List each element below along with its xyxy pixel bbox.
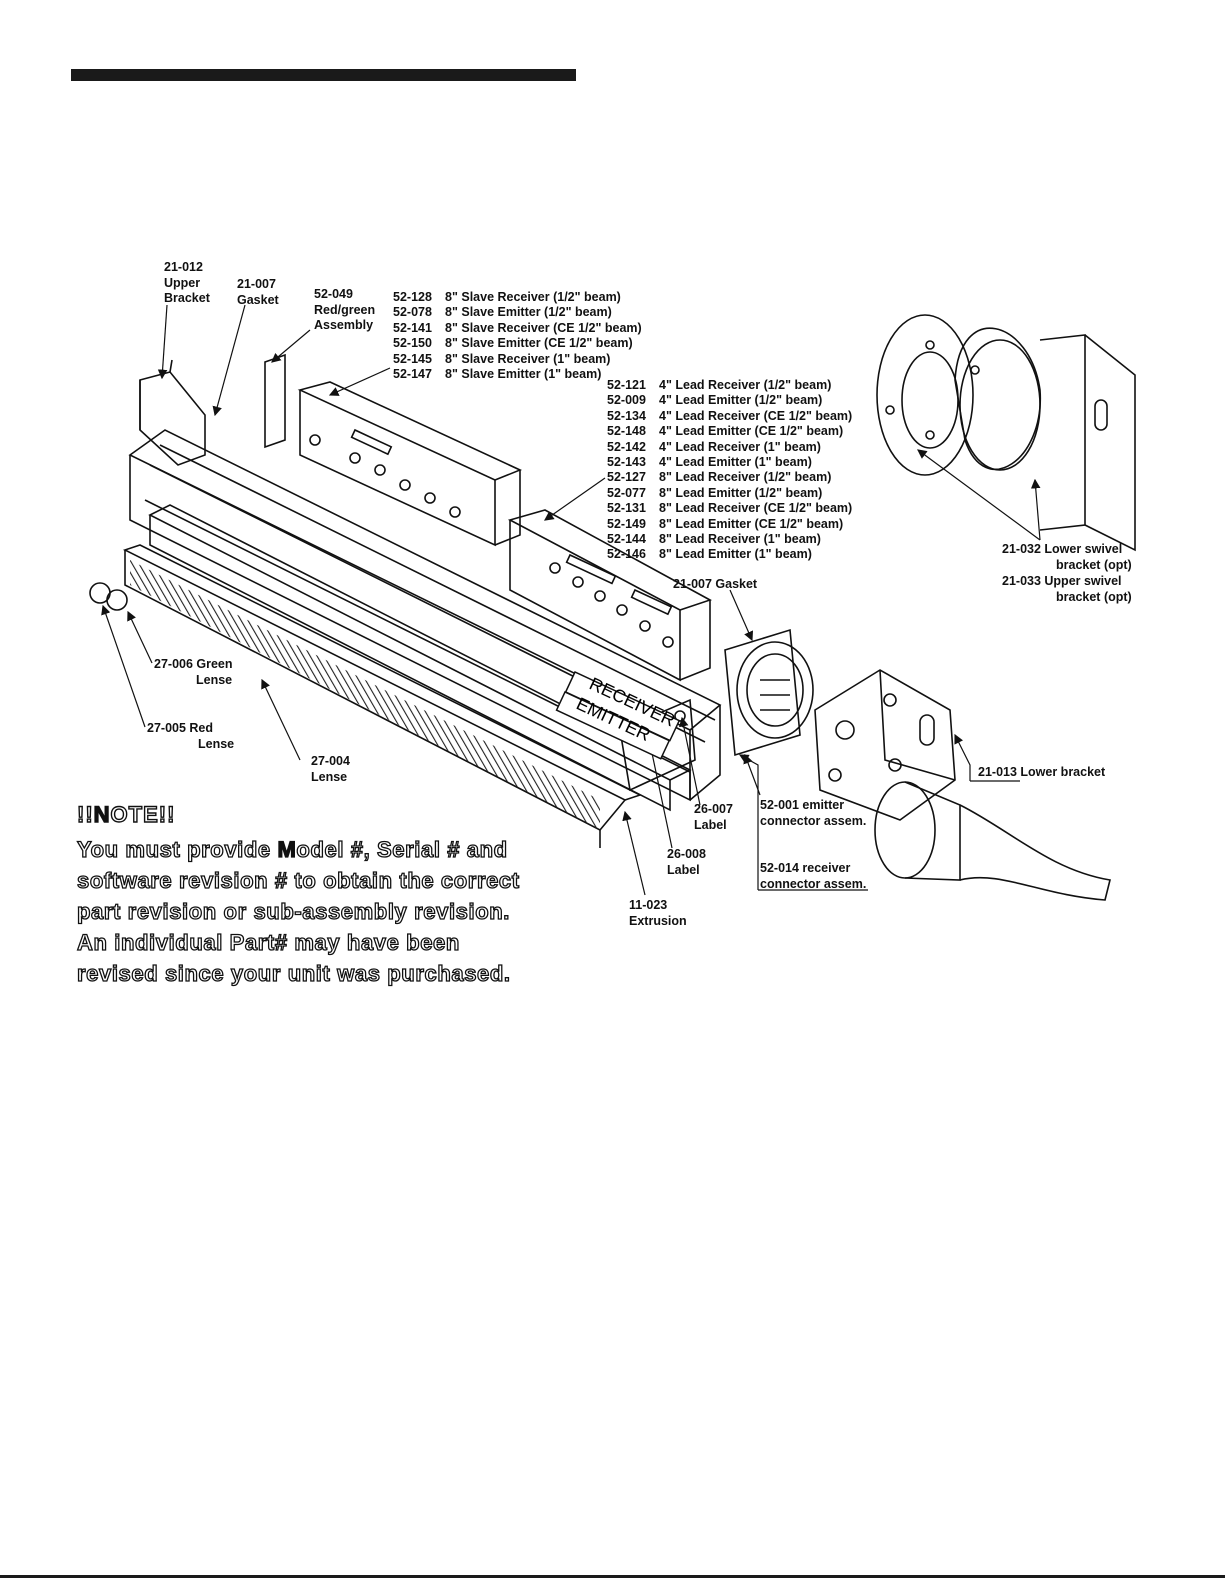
part-number: 52-144	[607, 532, 646, 547]
cable-connector-drawing	[874, 781, 1111, 901]
lead-boards-row: 52-142 4" Lead Receiver (1" beam)	[607, 440, 852, 455]
lead-boards-row: 52-127 8" Lead Receiver (1/2" beam)	[607, 470, 852, 485]
slave-boards-row: 52-150 8" Slave Emitter (CE 1/2" beam)	[393, 336, 642, 351]
lead-boards-row: 52-149 8" Lead Emitter (CE 1/2" beam)	[607, 517, 852, 532]
part-description: 8" Slave Receiver (1/2" beam)	[445, 290, 621, 304]
slave-boards-row: 52-128 8" Slave Receiver (1/2" beam)	[393, 290, 642, 305]
part-number: 52-128	[393, 290, 432, 304]
slave-boards-row: 52-147 8" Slave Emitter (1" beam)	[393, 367, 642, 382]
lead-board-drawing	[507, 509, 712, 682]
part-number: 52-149	[607, 516, 646, 531]
part-number: 52-121	[607, 378, 646, 392]
lower-bracket-drawing	[814, 669, 956, 821]
part-number: 52-143	[607, 455, 646, 470]
part-description: 8" Lead Receiver (CE 1/2" beam)	[659, 501, 853, 516]
slave-boards-row: 52-145 8" Slave Receiver (1" beam)	[393, 352, 642, 367]
lead-boards-row: 52-131 8" Lead Receiver (CE 1/2" beam)	[607, 501, 852, 516]
part-description: 8" Lead Receiver (1/2" beam)	[659, 470, 832, 485]
part-number: 52-127	[607, 470, 646, 485]
part-number: 52-142	[607, 439, 646, 454]
part-description: 4" Lead Emitter (CE 1/2" beam)	[659, 424, 844, 439]
upper-bracket-drawing	[139, 359, 206, 466]
inner-channel-drawing	[148, 504, 692, 812]
note-text: You must provide Model #, Serial # and s…	[76, 836, 520, 986]
part-description: 8" Slave Receiver (CE 1/2" beam)	[445, 320, 642, 335]
lead-boards-row: 52-121 4" Lead Receiver (1/2" beam)	[607, 378, 852, 393]
slave-boards-row: 52-141 8" Slave Receiver (CE 1/2" beam)	[393, 321, 642, 336]
slave-board-drawing	[297, 381, 523, 547]
part-description: 8" Slave Emitter (1" beam)	[445, 367, 602, 382]
part-number: 52-147	[393, 367, 432, 382]
part-description: 4" Lead Receiver (1" beam)	[659, 439, 821, 454]
part-number: 52-141	[393, 320, 432, 335]
lead-boards-row: 52-146 8" Lead Emitter (1" beam)	[607, 547, 852, 562]
part-description: 8" Slave Emitter (1/2" beam)	[445, 305, 612, 320]
label-swivel-brackets: 21-032 Lower swivel bracket (opt) 21-033…	[1002, 542, 1132, 604]
part-number: 52-009	[607, 393, 646, 408]
swivel-brackets-drawing	[876, 314, 1136, 552]
label-lower-bracket: 21-013 Lower bracket	[978, 765, 1106, 779]
part-number: 52-078	[393, 305, 432, 320]
part-description: 4" Lead Emitter (1/2" beam)	[659, 393, 823, 408]
footer-rule	[0, 1575, 1225, 1578]
part-description: 8" Lead Emitter (1/2" beam)	[659, 485, 823, 500]
part-number: 52-146	[607, 547, 646, 562]
part-description: 8" Lead Emitter (1" beam)	[659, 547, 812, 562]
board-components	[309, 434, 674, 648]
part-number: 52-134	[607, 408, 646, 423]
leader-lines	[101, 304, 1041, 896]
part-description: 4" Lead Receiver (CE 1/2" beam)	[659, 408, 853, 423]
lead-boards-row: 52-077 8" Lead Emitter (1/2" beam)	[607, 486, 852, 501]
part-description: 8" Slave Emitter (CE 1/2" beam)	[445, 336, 633, 351]
slave-boards-row: 52-078 8" Slave Emitter (1/2" beam)	[393, 305, 642, 320]
note-heading: !!NOTE!!	[76, 801, 176, 827]
lead-boards-row: 52-144 8" Lead Receiver (1" beam)	[607, 532, 852, 547]
connector-drawing	[724, 628, 814, 757]
redgreen-board-drawing	[264, 353, 286, 449]
label-gasket-right: 21-007 Gasket	[673, 577, 758, 591]
part-description: 8" Lead Emitter (CE 1/2" beam)	[659, 516, 844, 531]
part-description: 4" Lead Emitter (1" beam)	[659, 455, 812, 470]
tube-labels: RECEIVER EMITTER	[555, 671, 681, 760]
part-number: 52-077	[607, 485, 646, 500]
part-number: 52-131	[607, 501, 646, 516]
lead-boards-row: 52-143 4" Lead Emitter (1" beam)	[607, 455, 852, 470]
lens-caps-drawing	[89, 582, 128, 611]
part-description: 4" Lead Receiver (1/2" beam)	[659, 378, 832, 392]
part-number: 52-148	[607, 424, 646, 439]
header-bar	[71, 69, 576, 81]
part-number: 52-145	[393, 351, 432, 366]
part-description: 8" Slave Receiver (1" beam)	[445, 351, 611, 366]
part-description: 8" Lead Receiver (1" beam)	[659, 532, 821, 547]
lead-boards-row: 52-134 4" Lead Receiver (CE 1/2" beam)	[607, 409, 852, 424]
lead-boards-row: 52-009 4" Lead Emitter (1/2" beam)	[607, 393, 852, 408]
part-number: 52-150	[393, 336, 432, 351]
lead-boards-row: 52-148 4" Lead Emitter (CE 1/2" beam)	[607, 424, 852, 439]
